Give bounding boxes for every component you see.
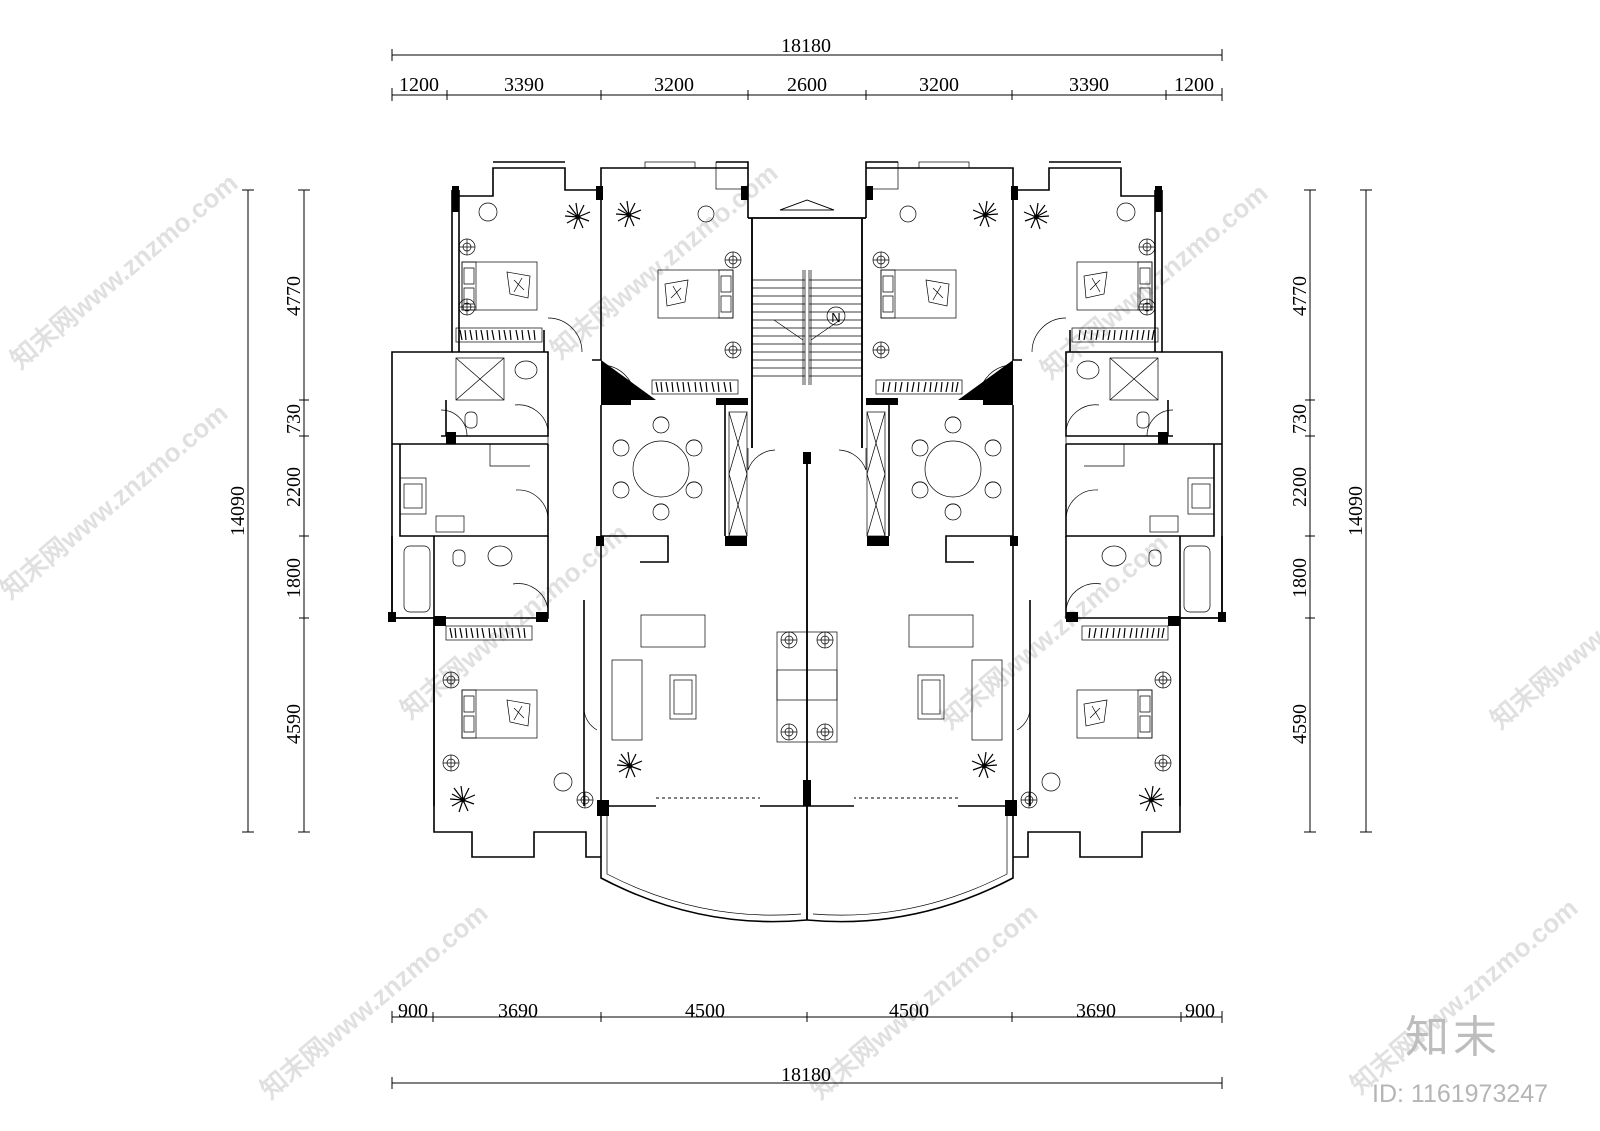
- dim-top-seg-6: 3390: [1069, 74, 1109, 96]
- dim-left-seg-5: 4590: [283, 704, 305, 744]
- bottom-dimensions: 900 3690 4500 4500 3690 900 18180: [391, 1000, 1223, 1089]
- dim-top-seg-2: 3390: [504, 74, 544, 96]
- watermark-text: 知末网www.znzmo.com: [935, 527, 1174, 734]
- watermark-text: 知末网www.znzmo.com: [0, 397, 233, 604]
- watermark-text: 知末网www.znzmo.com: [1035, 177, 1274, 384]
- dim-bottom-seg-2: 3690: [498, 1000, 538, 1022]
- dim-bottom-seg-6: 900: [1185, 1000, 1215, 1022]
- dim-right-seg-2: 730: [1289, 404, 1311, 434]
- dim-right-seg-3: 2200: [1289, 467, 1311, 507]
- watermark-text: 知末网www.znzmo.com: [1345, 892, 1584, 1099]
- image-id: ID: 1161973247: [1372, 1080, 1548, 1108]
- dim-top-seg-3: 3200: [654, 74, 694, 96]
- dim-top-seg-7: 1200: [1174, 74, 1214, 96]
- dim-right-seg-4: 1800: [1289, 558, 1311, 598]
- watermark-text: 知末网www.znzmo.com: [395, 517, 634, 724]
- dim-top-total: 18180: [781, 35, 831, 57]
- dim-top-seg-5: 3200: [919, 74, 959, 96]
- brand-logo: 知末: [1405, 1012, 1501, 1063]
- north-arrow: N: [826, 306, 846, 326]
- watermark-text: 知末网www.znzmo.com: [1485, 527, 1600, 734]
- north-label: N: [831, 310, 840, 325]
- dim-top-seg-1: 1200: [399, 74, 439, 96]
- dim-left-seg-3: 2200: [283, 467, 305, 507]
- watermark-text: 知末网www.znzmo.com: [5, 167, 244, 374]
- left-dimensions: 14090 4770 730 2200 1800 4590: [227, 189, 310, 833]
- dim-bottom-total: 18180: [781, 1064, 831, 1086]
- dim-left-total: 14090: [227, 486, 249, 536]
- dim-right-seg-1: 4770: [1289, 276, 1311, 316]
- dim-bottom-seg-5: 3690: [1076, 1000, 1116, 1022]
- dim-bottom-seg-1: 900: [398, 1000, 428, 1022]
- dim-right-seg-5: 4590: [1289, 704, 1311, 744]
- dim-right-total: 14090: [1345, 486, 1367, 536]
- watermark-text: 知末网www.znzmo.com: [255, 897, 494, 1104]
- dim-left-seg-2: 730: [283, 404, 305, 434]
- dim-left-seg-4: 1800: [283, 558, 305, 598]
- watermark-layer: 知末网www.znzmo.com 知末网www.znzmo.com 知末网www…: [0, 157, 1600, 1104]
- dim-bottom-seg-3: 4500: [685, 1000, 725, 1022]
- top-dimensions: 18180 1200 3390 3200 2600 3200 3390 1200: [391, 35, 1223, 101]
- dim-left-seg-1: 4770: [283, 276, 305, 316]
- dim-bottom-seg-4: 4500: [889, 1000, 929, 1022]
- dim-top-seg-4: 2600: [787, 74, 827, 96]
- right-dimensions: 4770 730 2200 1800 4590 14090: [1289, 189, 1372, 833]
